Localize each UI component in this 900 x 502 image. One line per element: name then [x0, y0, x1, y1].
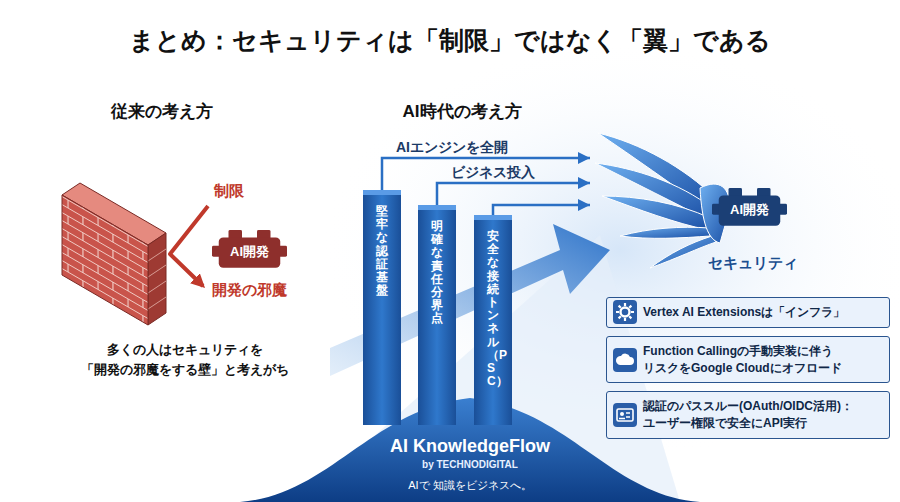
- node-text: Vertex AI Extensionsは「インフラ」: [643, 304, 881, 321]
- card-outline: [617, 409, 633, 421]
- icon-tile: [613, 403, 637, 427]
- brick-wall: [62, 183, 166, 325]
- node-text: AI開発: [730, 201, 769, 218]
- pillar: 堅牢な認証基盤: [363, 190, 401, 425]
- node-text: AI開発: [230, 243, 269, 260]
- icon-tile: [613, 300, 637, 324]
- wall-side-mortar: [148, 249, 166, 309]
- pillar: 明確な責任分界点: [418, 205, 456, 425]
- bounce-arrow: [170, 206, 208, 286]
- connector-arrow: [437, 183, 590, 205]
- title: まとめ：セキュリティは「制限」ではなく「翼」である: [0, 24, 900, 57]
- wing-feather: [650, 236, 716, 268]
- card-lines: [619, 413, 630, 419]
- engine-body: [219, 238, 281, 268]
- icon-tile: [613, 348, 637, 372]
- background-glow: [320, 40, 900, 460]
- gear-ring: [621, 308, 630, 317]
- warning-label: 制限: [214, 182, 244, 201]
- info-icon: [613, 300, 637, 324]
- edge-label: AIエンジンを全開: [396, 139, 508, 155]
- section-heading: 従来の考え方: [111, 100, 213, 123]
- info-box: Vertex AI Extensionsは「インフラ」: [606, 297, 890, 328]
- engine-body: [719, 196, 781, 226]
- node-text: 明確な責任分界点: [431, 220, 443, 326]
- engine-icon: AI開発: [712, 186, 787, 227]
- info-box: Function Callingの手動実装に伴う リスクをGoogle Clou…: [606, 336, 890, 384]
- info-icon: [613, 403, 637, 427]
- node-text: 堅牢な認証基盤: [376, 205, 388, 297]
- cloud-symbol: [616, 353, 634, 364]
- card-photo: [620, 412, 624, 416]
- brand-hill: [240, 398, 700, 502]
- warning-label: 開発の邪魔: [212, 281, 287, 300]
- wall-side: [148, 233, 166, 325]
- engine-icon: AI開発: [212, 228, 287, 269]
- brand-tagline: AIで 知識をビジネスへ。: [408, 478, 531, 493]
- info-icon: [613, 348, 637, 372]
- wing-feather: [602, 196, 710, 230]
- note-text: 多くの人はセキュリティを 「開発の邪魔をする壁」と考えがち: [60, 340, 310, 379]
- gear-teeth: [616, 303, 634, 321]
- pillar: 安全な接続トンネル（PSC）: [474, 215, 512, 425]
- node-text: セキュリティ: [708, 254, 805, 272]
- edge-label: ビジネス投入: [451, 164, 535, 180]
- wing-group: セキュリティ AI開発: [590, 128, 805, 278]
- connector-arrow: [382, 158, 590, 190]
- node-text: 安全な接続トンネル（PSC）: [487, 230, 499, 388]
- connector-arrow: [493, 205, 590, 215]
- info-box: 認証のパススルー(OAuth/OIDC活用)： ユーザー権限で安全にAPI実行: [606, 391, 890, 439]
- node-text: Function Callingの手動実装に伴う リスクをGoogle Clou…: [643, 343, 881, 377]
- wall-front: [62, 195, 148, 325]
- wing-feather: [620, 227, 710, 238]
- section-heading: AI時代の考え方: [403, 100, 522, 123]
- brand-byline: by TECHNODIGITAL: [422, 459, 518, 470]
- node-text: 認証のパススルー(OAuth/OIDC活用)： ユーザー権限で安全にAPI実行: [643, 398, 881, 432]
- brand-name: AI KnowledgeFlow: [390, 436, 550, 457]
